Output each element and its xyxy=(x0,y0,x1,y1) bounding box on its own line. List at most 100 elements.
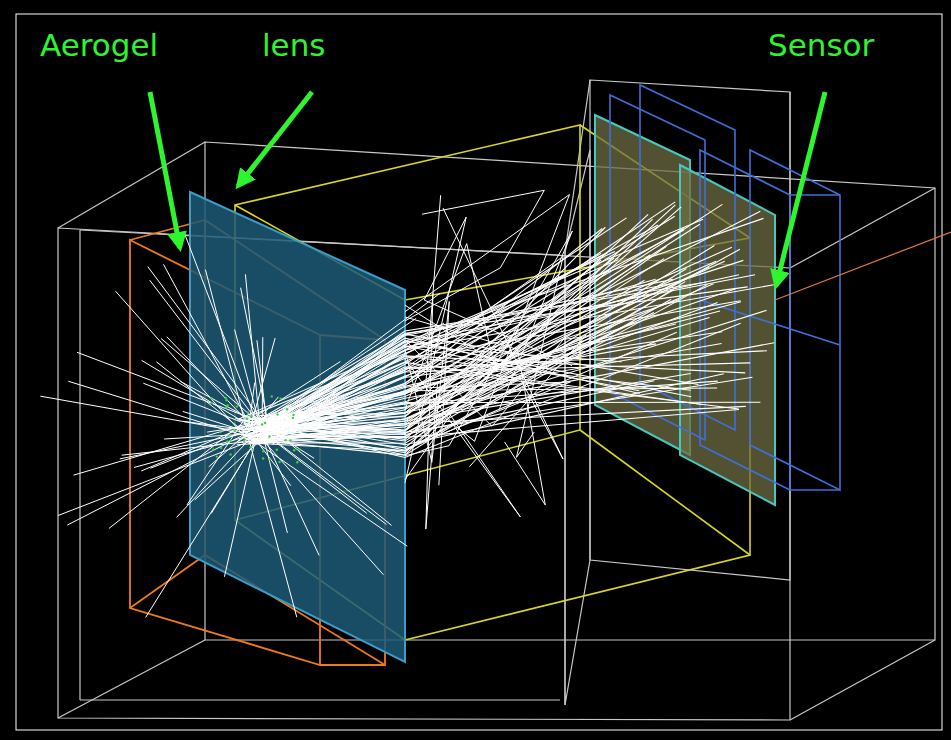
photon-track xyxy=(405,335,586,480)
photon-track xyxy=(164,434,255,439)
photon-track xyxy=(405,256,563,457)
hit-dot xyxy=(225,397,227,399)
photon-track xyxy=(263,229,602,436)
hit-dot xyxy=(286,408,288,410)
hit-dot xyxy=(262,450,264,452)
hit-dot xyxy=(298,448,300,450)
hit-dot xyxy=(292,414,294,416)
sensor-housing xyxy=(610,85,840,490)
hit-dot xyxy=(211,402,213,404)
photon-track xyxy=(272,279,672,444)
hit-dot xyxy=(271,395,273,397)
photon-track xyxy=(74,421,258,475)
photon-track xyxy=(68,381,256,439)
photon-track xyxy=(258,218,764,435)
hit-dot xyxy=(296,461,298,463)
hit-dot xyxy=(226,404,228,406)
photon-track xyxy=(405,195,570,449)
photon-track xyxy=(264,423,392,526)
hit-dot xyxy=(268,458,270,460)
hit-dot xyxy=(229,453,231,455)
hit-dot xyxy=(284,439,286,441)
photon-track xyxy=(262,337,264,422)
photon-track xyxy=(120,433,244,458)
photon-track xyxy=(116,291,245,436)
hit-dot xyxy=(261,423,263,425)
photon-track xyxy=(161,338,257,420)
photon-track xyxy=(251,282,685,456)
photon-track xyxy=(405,195,569,442)
photon-track xyxy=(243,245,714,436)
photon-track xyxy=(150,280,267,433)
photon-track xyxy=(262,207,682,448)
hit-dot xyxy=(210,397,212,399)
part-label: Aerogel xyxy=(40,28,158,62)
hit-dot xyxy=(293,449,295,451)
photon-track xyxy=(237,268,687,440)
frame xyxy=(16,14,942,730)
hit-dot xyxy=(225,399,227,401)
hit-dot xyxy=(216,455,218,457)
photon-track xyxy=(156,362,242,431)
photon-track xyxy=(58,435,267,516)
photon-track xyxy=(405,317,545,505)
hit-dot xyxy=(278,461,280,463)
photon-track xyxy=(248,437,407,546)
photon-track xyxy=(150,431,246,469)
photon-track xyxy=(109,424,241,528)
hit-dot xyxy=(276,413,278,415)
photon-track xyxy=(274,311,720,435)
photon-tracks xyxy=(40,190,774,617)
hit-dot xyxy=(250,415,252,417)
hit-dot xyxy=(227,435,229,437)
photon-track xyxy=(250,365,425,422)
part-label: Sensor xyxy=(768,28,874,62)
hit-dot xyxy=(249,446,251,448)
photon-track xyxy=(257,302,741,425)
photon-track xyxy=(262,430,288,533)
photon-track xyxy=(266,224,700,430)
photon-track xyxy=(177,422,266,517)
photon-track xyxy=(245,318,416,433)
photon-track xyxy=(253,332,677,450)
photon-track xyxy=(264,399,435,429)
particle-track xyxy=(775,232,951,300)
hit-dot xyxy=(212,448,214,450)
photon-track xyxy=(224,428,257,576)
photon-track xyxy=(183,411,248,431)
hit-dot xyxy=(243,440,245,442)
photon-track xyxy=(248,323,444,436)
hit-dot xyxy=(220,447,222,449)
photon-track xyxy=(405,217,572,483)
photon-track xyxy=(405,244,494,438)
hit-dot xyxy=(226,440,228,442)
photon-track xyxy=(405,231,572,456)
hit-dot xyxy=(280,398,282,400)
hit-dot xyxy=(289,439,291,441)
photon-track xyxy=(261,334,699,431)
hit-dot xyxy=(236,405,238,407)
photon-track xyxy=(405,208,563,459)
hit-dot xyxy=(225,406,227,408)
photon-track xyxy=(241,288,269,425)
photon-track xyxy=(273,261,724,418)
photon-track xyxy=(245,420,383,575)
photon-track xyxy=(40,396,260,435)
hit-dot xyxy=(276,449,278,451)
photon-track xyxy=(142,360,250,425)
world-box xyxy=(58,80,935,720)
hit-dot xyxy=(246,418,248,420)
photon-track xyxy=(268,435,386,524)
photon-track xyxy=(184,232,259,428)
hit-dot xyxy=(292,417,294,419)
hit-dot xyxy=(247,411,249,413)
photon-track xyxy=(264,426,314,458)
hit-dot xyxy=(262,457,264,459)
hit-dot xyxy=(268,435,270,437)
photon-track xyxy=(252,423,367,513)
part-label: lens xyxy=(262,28,325,62)
photon-track xyxy=(266,333,433,434)
hit-dot xyxy=(233,429,235,431)
hit-dot xyxy=(229,440,231,442)
